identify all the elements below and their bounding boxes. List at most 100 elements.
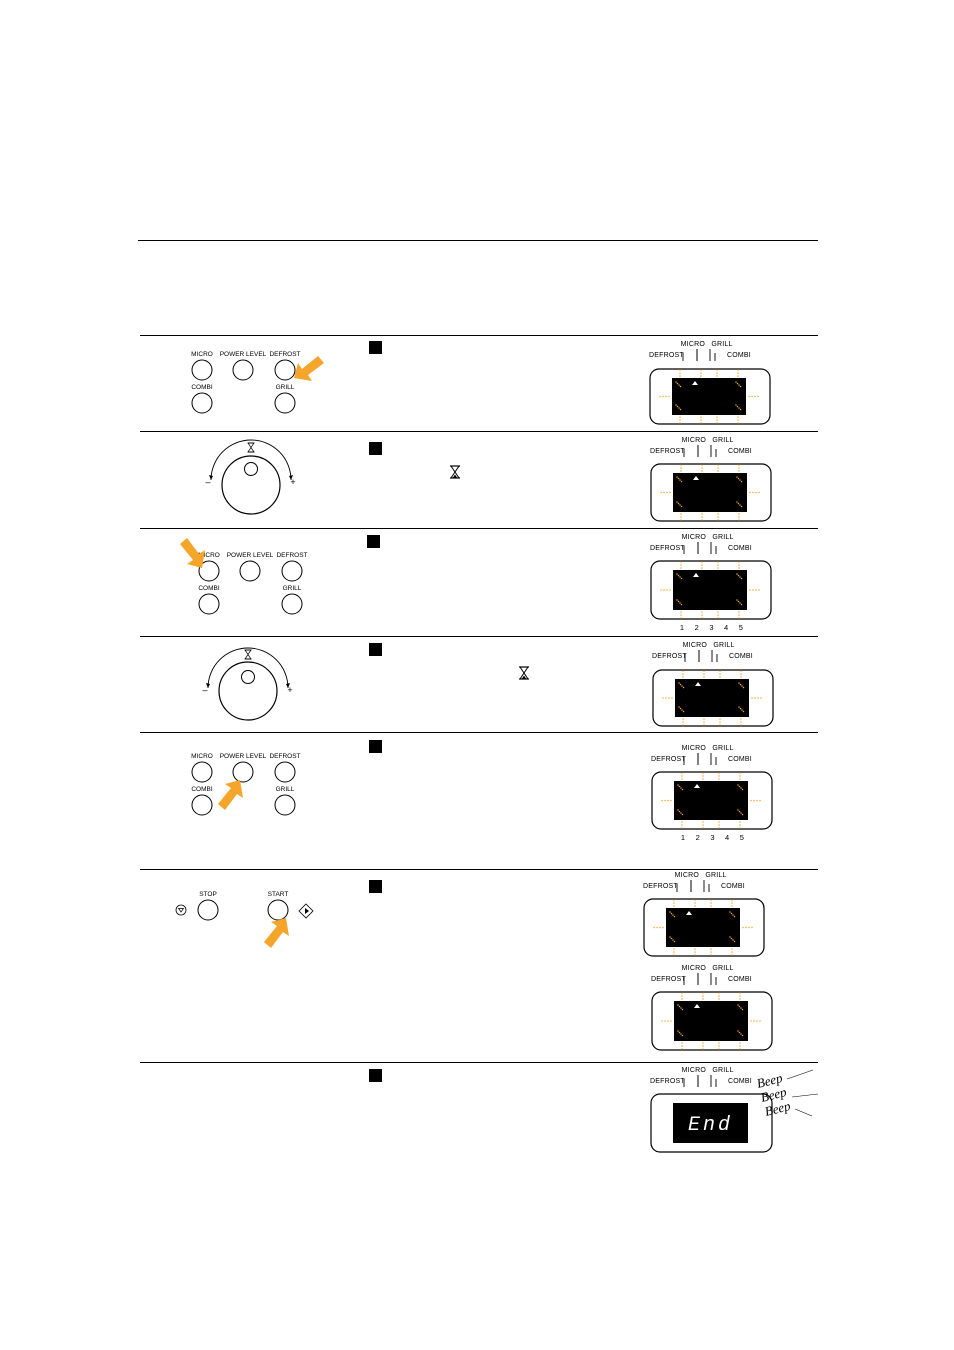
step-marker	[369, 1069, 382, 1082]
control-panel-row1: MICRO POWER LEVEL DEFROST COMBI GRILL	[191, 351, 324, 414]
display-label-combi: COMBI	[727, 352, 751, 359]
combi-label: COMBI	[191, 384, 213, 391]
row-divider	[140, 335, 818, 336]
stop-symbol-icon	[175, 904, 187, 916]
hourglass-icon	[450, 465, 460, 479]
row-divider	[140, 431, 818, 432]
grill-label: GRILL	[283, 585, 302, 592]
display-group: MICRO GRILL DEFROST COMBI MICRO GRILL DEFROST C…	[643, 341, 774, 1153]
rotary-dial-row4: – +	[202, 647, 293, 721]
combi-label: COMBI	[191, 786, 213, 793]
step-marker	[369, 880, 382, 893]
display-end-text: End	[688, 1114, 733, 1137]
display-screen	[666, 908, 740, 947]
step-marker	[369, 643, 382, 656]
control-panel-row3: MICRO POWER LEVEL DEFROST COMBI GRILL	[180, 538, 308, 615]
display-label-grill: GRILL	[712, 437, 733, 444]
defrost-button[interactable]	[274, 761, 296, 783]
dial-plus: +	[287, 685, 292, 695]
micro-button[interactable]	[191, 761, 213, 783]
display-screen	[673, 1103, 748, 1143]
power-level-label: POWER LEVEL	[220, 753, 267, 760]
combi-label: COMBI	[198, 585, 220, 592]
display-label-defrost: DEFROST	[650, 1078, 685, 1085]
power-level-number: 3	[710, 833, 714, 842]
beep-text: Beep	[755, 1070, 784, 1091]
stop-button[interactable]	[197, 899, 219, 921]
power-level-label: POWER LEVEL	[220, 351, 267, 358]
display-label-micro: MICRO	[682, 965, 707, 972]
display-indicator	[686, 911, 692, 915]
display-label-micro: MICRO	[682, 1067, 707, 1074]
power-level-number: 4	[725, 833, 729, 842]
power-level-number: 5	[740, 833, 744, 842]
display-label-defrost: DEFROST	[643, 883, 678, 890]
row-divider	[140, 636, 818, 637]
display-label-micro: MICRO	[682, 534, 707, 541]
display-screen	[674, 1001, 748, 1041]
display-label-grill: GRILL	[712, 745, 733, 752]
display-label-grill: GRILL	[713, 642, 734, 649]
grill-label: GRILL	[276, 786, 295, 793]
start-symbol-icon	[298, 903, 314, 919]
power-level-button[interactable]	[239, 560, 261, 582]
micro-button[interactable]	[191, 359, 213, 381]
power-level-number: 2	[696, 833, 700, 842]
display-label-grill: GRILL	[705, 872, 726, 879]
grill-button[interactable]	[274, 794, 296, 816]
combi-button[interactable]	[191, 392, 213, 414]
hourglass-icon	[244, 649, 252, 660]
display-label-combi: COMBI	[728, 545, 752, 552]
display-label-combi: COMBI	[729, 653, 753, 660]
display-label-defrost: DEFROST	[651, 976, 686, 983]
beep-text: Beep	[759, 1084, 788, 1105]
display-label-grill: GRILL	[711, 341, 732, 348]
defrost-label: DEFROST	[276, 552, 307, 559]
step-marker	[369, 740, 382, 753]
grill-label: GRILL	[276, 384, 295, 391]
defrost-label: DEFROST	[269, 753, 300, 760]
display-label-micro: MICRO	[683, 642, 708, 649]
display-label-grill: GRILL	[712, 534, 733, 541]
display-screen	[673, 473, 747, 512]
hourglass-icon	[247, 442, 255, 453]
power-level-number: 5	[739, 623, 743, 632]
display-label-combi: COMBI	[728, 1078, 752, 1085]
start-button[interactable]	[267, 899, 289, 921]
pointer-arrow-icon	[218, 780, 243, 810]
dial-minus: –	[202, 685, 207, 695]
grill-button[interactable]	[274, 392, 296, 414]
display-screen	[672, 378, 746, 415]
rotary-dial-icon[interactable]	[218, 661, 278, 721]
power-level-number: 2	[695, 623, 699, 632]
top-divider	[138, 240, 818, 241]
display-indicator	[693, 476, 699, 480]
row-divider	[140, 869, 818, 870]
grill-button[interactable]	[281, 593, 303, 615]
display-screen	[674, 781, 748, 820]
power-level-number: 4	[724, 623, 728, 632]
combi-button[interactable]	[198, 593, 220, 615]
step-marker	[369, 341, 382, 354]
rotary-dial-icon[interactable]	[221, 455, 281, 515]
power-level-button[interactable]	[232, 761, 254, 783]
power-level-number: 1	[681, 833, 685, 842]
beep-annotation: Beep Beep Beep	[755, 1069, 819, 1119]
step-marker	[369, 442, 382, 455]
control-panel-row5: MICRO POWER LEVEL DEFROST COMBI GRILL	[191, 753, 301, 816]
row-divider	[140, 528, 818, 529]
defrost-button[interactable]	[281, 560, 303, 582]
display-label-combi: COMBI	[728, 976, 752, 983]
pointer-arrow-icon	[294, 356, 324, 381]
display-label-micro: MICRO	[682, 745, 707, 752]
display-label-defrost: DEFROST	[649, 352, 684, 359]
defrost-button[interactable]	[274, 359, 296, 381]
power-level-button[interactable]	[232, 359, 254, 381]
combi-button[interactable]	[191, 794, 213, 816]
micro-label: MICRO	[191, 753, 213, 760]
